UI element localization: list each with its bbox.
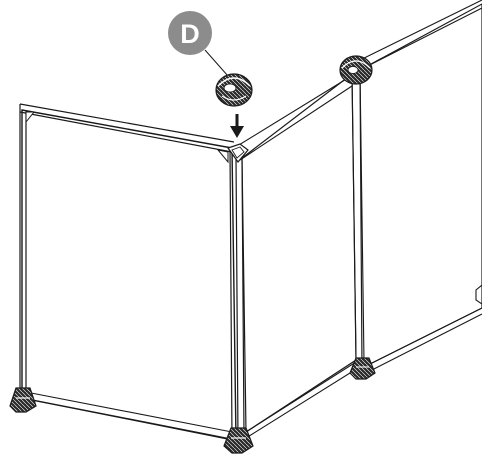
middle-panel [233, 69, 365, 439]
foot-connector-left [9, 387, 37, 413]
foot-connector-right [349, 357, 376, 380]
right-panel [351, 0, 482, 375]
center-post [227, 143, 249, 441]
connector-knob-icon [215, 73, 253, 107]
callout-badge: D [168, 11, 229, 77]
connector-knob-icon [339, 55, 373, 85]
callout-leader-line [204, 49, 229, 77]
arrow-down-icon [230, 114, 244, 138]
left-panel [19, 103, 237, 441]
callout-label: D [180, 19, 200, 49]
foot-connector-center [223, 427, 254, 454]
